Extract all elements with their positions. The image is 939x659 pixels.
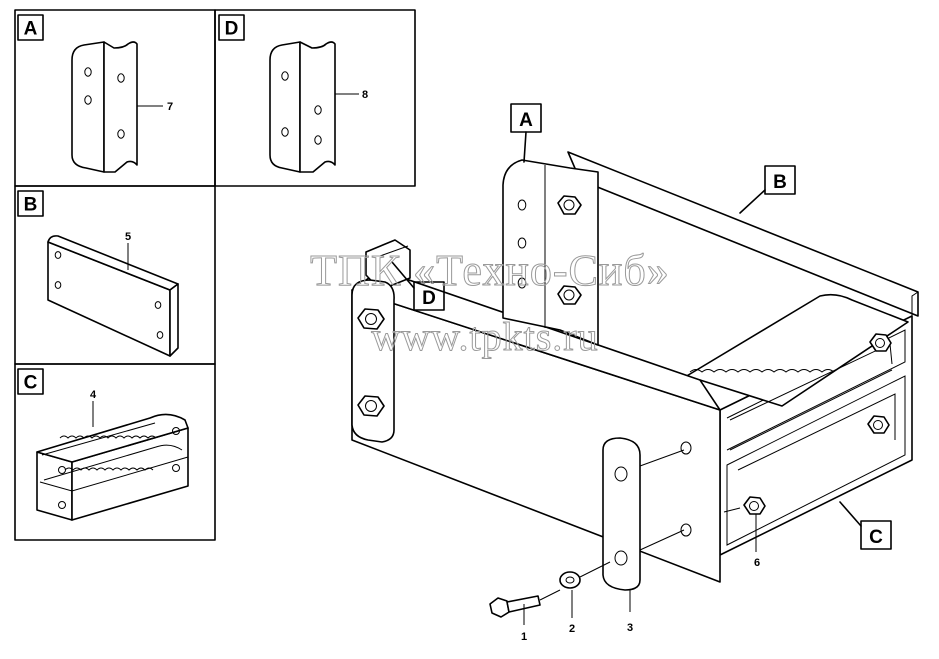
panel-d-label: D [218, 14, 245, 41]
svg-text:D: D [225, 19, 239, 40]
svg-text:A: A [24, 19, 38, 40]
callout-7: 7 [167, 101, 173, 113]
panel-c-label: C [17, 368, 44, 395]
bolt-head-upper [357, 308, 385, 330]
label-d-main: D [391, 261, 445, 311]
callout-3: 3 [627, 590, 633, 634]
label-a-main: A [510, 103, 542, 163]
callout-5: 5 [125, 231, 131, 243]
bracket-d [365, 239, 411, 291]
bolt-head-lower [357, 395, 385, 417]
nut-lower [557, 285, 582, 305]
svg-text:B: B [24, 195, 38, 216]
svg-text:6: 6 [754, 557, 760, 569]
washer-2 [559, 571, 581, 589]
callout-8: 8 [362, 89, 368, 101]
plate-3 [602, 437, 641, 591]
callout-1: 1 [521, 604, 527, 643]
watermark: ТПК «Техно-Сиб» www.tpkts.ru [310, 246, 670, 360]
nut-end-middle [867, 415, 890, 434]
flat-plate-5: 5 [47, 231, 179, 357]
svg-text:2: 2 [569, 623, 575, 635]
callout-4: 4 [90, 389, 97, 401]
left-plate [351, 279, 395, 443]
nut-upper [557, 195, 582, 215]
watermark-line-1: ТПК «Техно-Сиб» [310, 246, 670, 295]
bolt-1 [489, 595, 541, 618]
panel-c-frame [14, 363, 216, 541]
nut-6 [743, 496, 766, 515]
svg-text:1: 1 [521, 631, 527, 643]
label-c-main: C [839, 501, 892, 550]
callout-6: 6 [754, 514, 760, 569]
svg-text:A: A [519, 110, 533, 131]
double-box-4: 4 [36, 389, 189, 521]
svg-text:C: C [24, 373, 38, 394]
label-b-main: B [739, 165, 796, 214]
inset-panels [14, 9, 416, 541]
watermark-line-2: www.tpkts.ru [371, 314, 598, 359]
panel-b-label: B [17, 190, 44, 217]
panel-d-frame [214, 9, 416, 187]
svg-text:3: 3 [627, 622, 633, 634]
svg-text:B: B [773, 172, 787, 193]
angle-bracket-8: 8 [269, 41, 368, 173]
panel-a-label: A [17, 14, 44, 41]
nut-end-upper [869, 333, 892, 352]
callout-2: 2 [569, 590, 575, 635]
mounted-box [679, 293, 909, 407]
svg-text:D: D [422, 288, 436, 309]
angle-bracket-7: 7 [71, 41, 173, 173]
main-assembly [351, 151, 919, 618]
svg-text:C: C [869, 527, 883, 548]
